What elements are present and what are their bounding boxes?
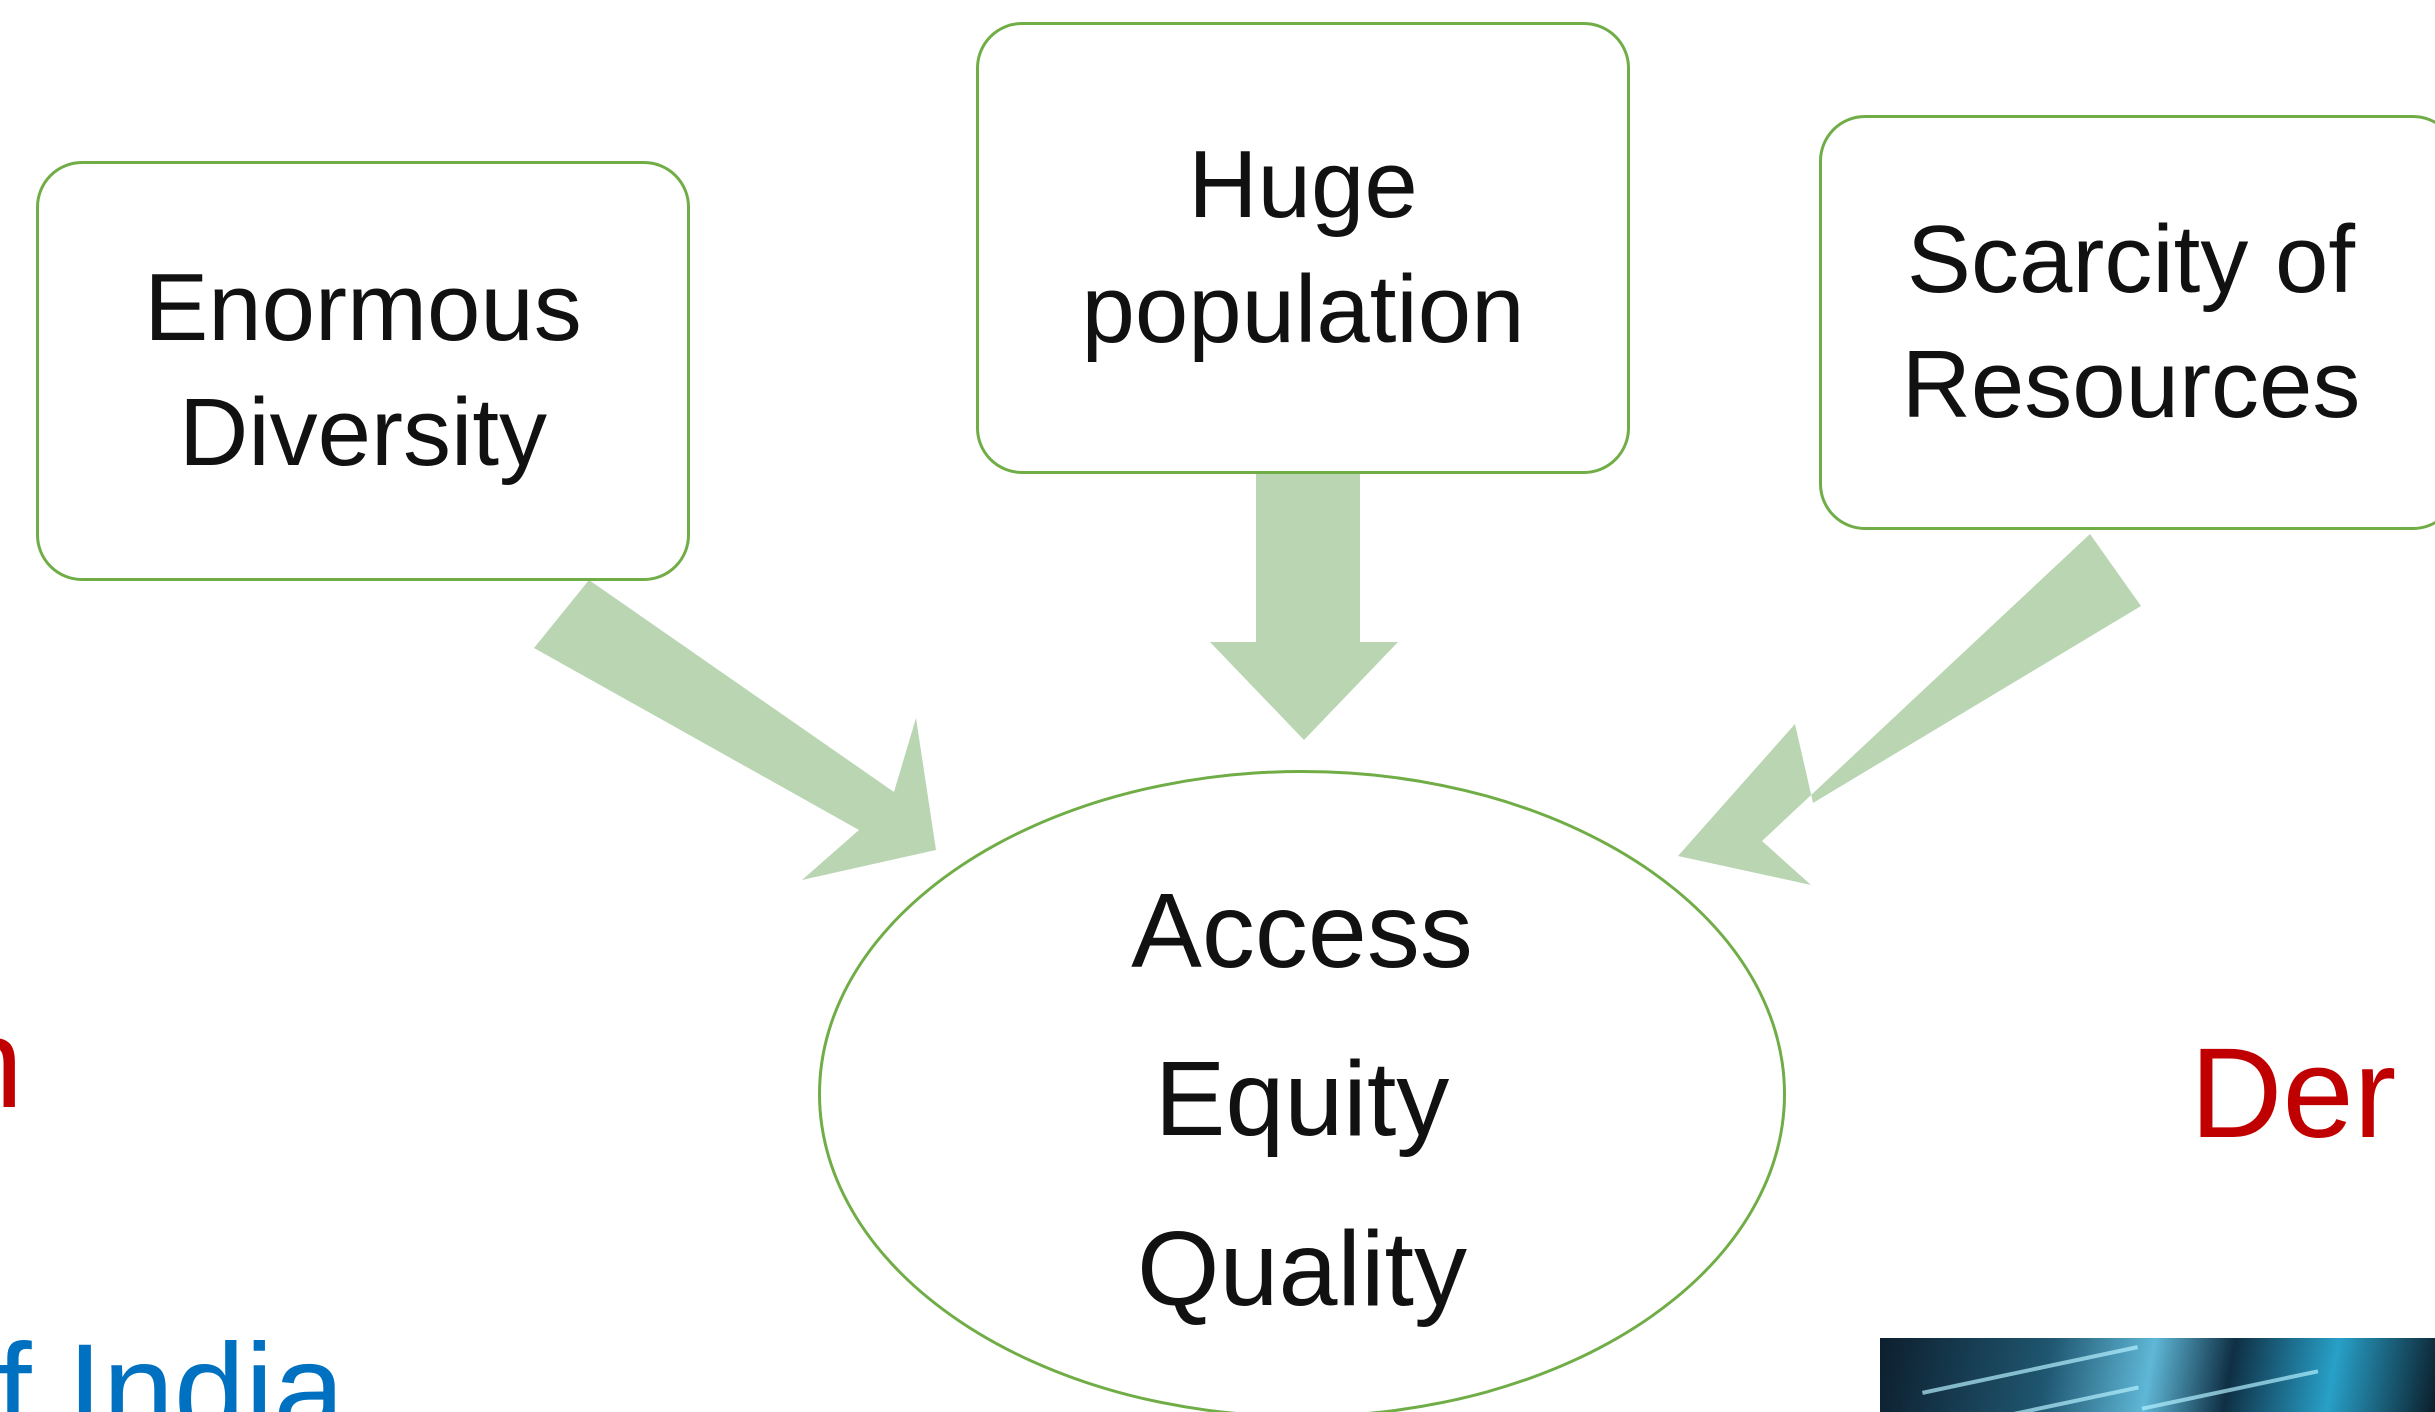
outcome-access: Access <box>1131 872 1473 990</box>
arrow-diversity-to-outcome <box>534 580 936 880</box>
factor-label-scarcity: Scarcity of Resources <box>1901 205 2361 438</box>
background-heading-fragment: n <box>0 1000 23 1128</box>
factor-box-diversity: Enormous Diversity <box>36 161 690 581</box>
arrow-population-to-outcome <box>1210 474 1398 740</box>
outcome-equity: Equity <box>1154 1040 1450 1158</box>
factor-box-population: Huge population <box>976 22 1630 474</box>
background-subheading-fragment: f India <box>0 1318 345 1412</box>
arrow-scarcity-to-outcome <box>1678 534 2141 885</box>
outcome-quality: Quality <box>1137 1210 1467 1328</box>
factor-label-population: Huge population <box>1081 131 1525 363</box>
factor-label-diversity: Enormous Diversity <box>144 254 582 486</box>
background-heading-fragment-right: Der <box>2190 1022 2397 1165</box>
partial-image-thumbnail <box>1880 1338 2435 1412</box>
factor-box-scarcity: Scarcity of Resources <box>1819 115 2435 530</box>
outcome-oval <box>818 770 1786 1412</box>
